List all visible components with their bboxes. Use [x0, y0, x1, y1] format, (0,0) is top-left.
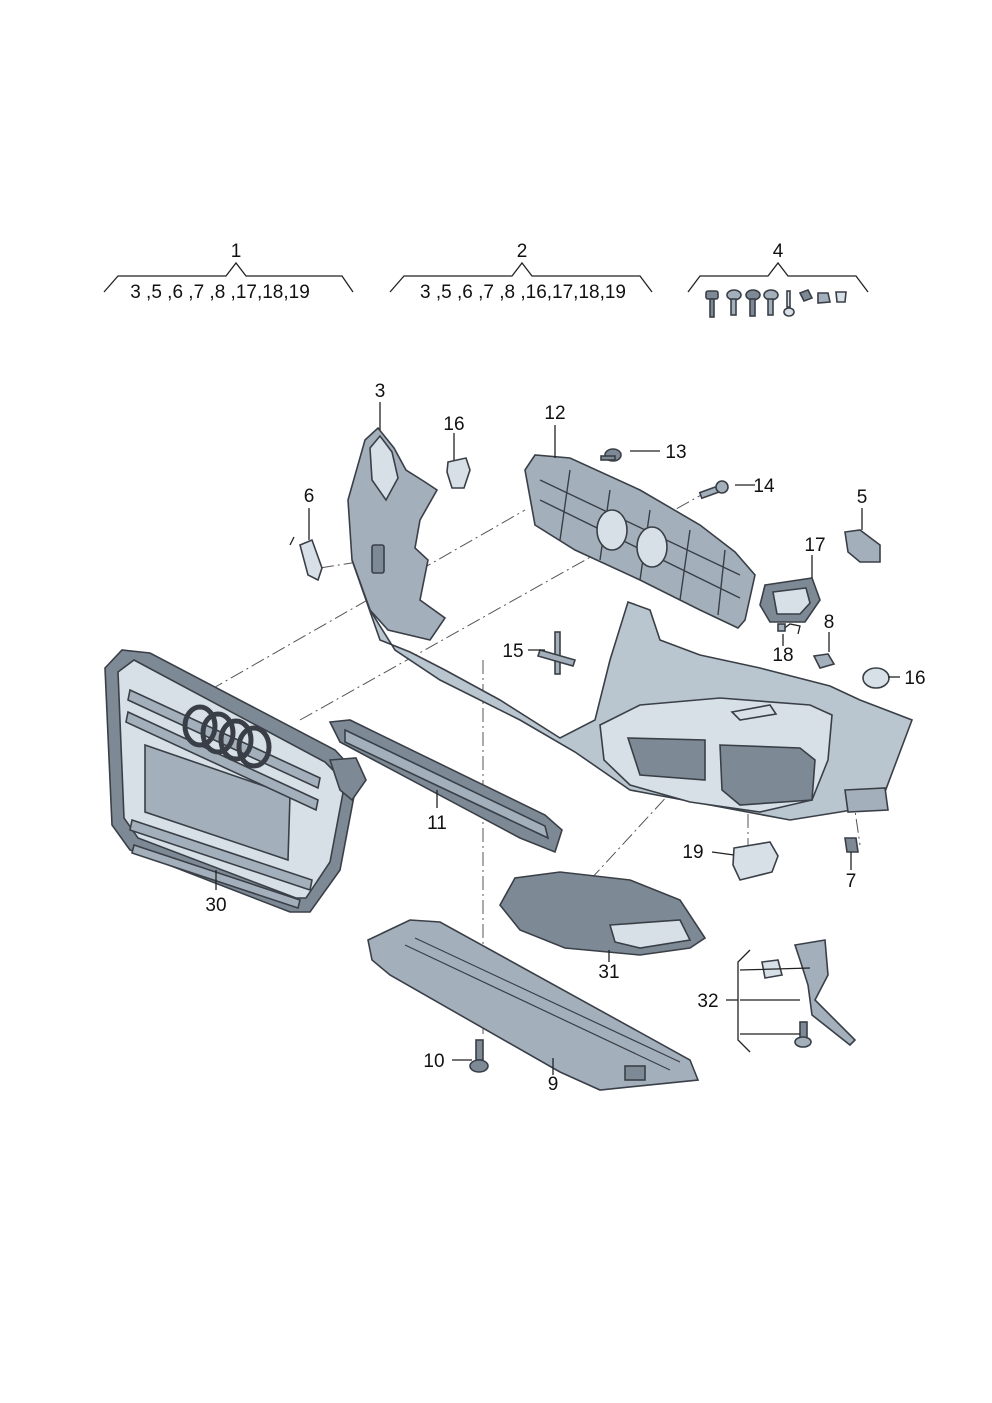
group-1: 1 3 ,5 ,6 ,7 ,8 ,17,18,19 [103, 241, 354, 303]
part-5-bracket [844, 529, 881, 563]
callout-10: 10 [423, 1051, 444, 1072]
callout-15: 15 [502, 641, 523, 662]
group-2: 2 3 ,5 ,6 ,7 ,8 ,16,17,18,19 [389, 241, 653, 303]
callout-30: 30 [205, 895, 226, 916]
group-2-contents: 3 ,5 ,6 ,7 ,8 ,16,17,18,19 [420, 282, 626, 303]
radiator-grille [104, 649, 367, 913]
part-31-fog-grille [499, 871, 707, 956]
group-4-bracket [687, 261, 869, 293]
part-14-bolt [698, 480, 729, 500]
leader-lines [215, 402, 900, 1075]
callout-11: 11 [427, 813, 447, 834]
part-11-trim-strip [328, 719, 563, 854]
callout-19: 19 [682, 842, 703, 863]
callout-16-lower: 16 [904, 668, 925, 689]
callout-31: 31 [598, 962, 619, 983]
group-4: 4 [687, 241, 869, 318]
group-2-bracket [389, 261, 653, 293]
part-16-clip-upper [446, 457, 471, 489]
callout-8: 8 [824, 612, 835, 633]
callout-32: 32 [697, 991, 718, 1012]
part-16-clip-lower [862, 667, 890, 689]
callout-7: 7 [846, 871, 857, 892]
callout-numbers: 3 16 12 13 14 6 5 17 8 18 15 16 11 19 7 … [205, 381, 925, 1095]
part-13-screw [600, 448, 622, 462]
callout-9: 9 [548, 1074, 559, 1095]
part-8-nut [812, 653, 836, 669]
group-1-contents: 3 ,5 ,6 ,7 ,8 ,17,18,19 [130, 282, 310, 303]
callout-5: 5 [857, 487, 868, 508]
part-7-clip [844, 837, 859, 853]
part-17-bracket [759, 577, 821, 623]
part-32-bracket-assembly [726, 939, 857, 1053]
part-10-screw [469, 1039, 489, 1073]
callout-14: 14 [753, 476, 775, 497]
group-4-number: 4 [773, 241, 784, 262]
group-1-bracket [103, 261, 354, 293]
callout-18: 18 [772, 645, 793, 666]
fastener-set-icon [705, 288, 847, 318]
guide-frame [347, 426, 447, 641]
bumper-cover [351, 559, 914, 821]
part-6-cap [289, 536, 323, 582]
part-15-fastener [536, 631, 577, 675]
callout-6: 6 [304, 486, 315, 507]
brand-rings-logo [182, 704, 272, 769]
group-1-number: 1 [231, 241, 242, 262]
part-9-spoiler [367, 919, 700, 1091]
part-19-cover [732, 841, 779, 881]
group-2-number: 2 [517, 241, 528, 262]
callout-17: 17 [804, 535, 825, 556]
part-18-clip [777, 623, 801, 635]
callout-3: 3 [375, 381, 386, 402]
callout-16-upper: 16 [443, 414, 464, 435]
callout-12: 12 [544, 403, 565, 424]
grille-insert [524, 454, 756, 629]
callout-13: 13 [665, 442, 686, 463]
